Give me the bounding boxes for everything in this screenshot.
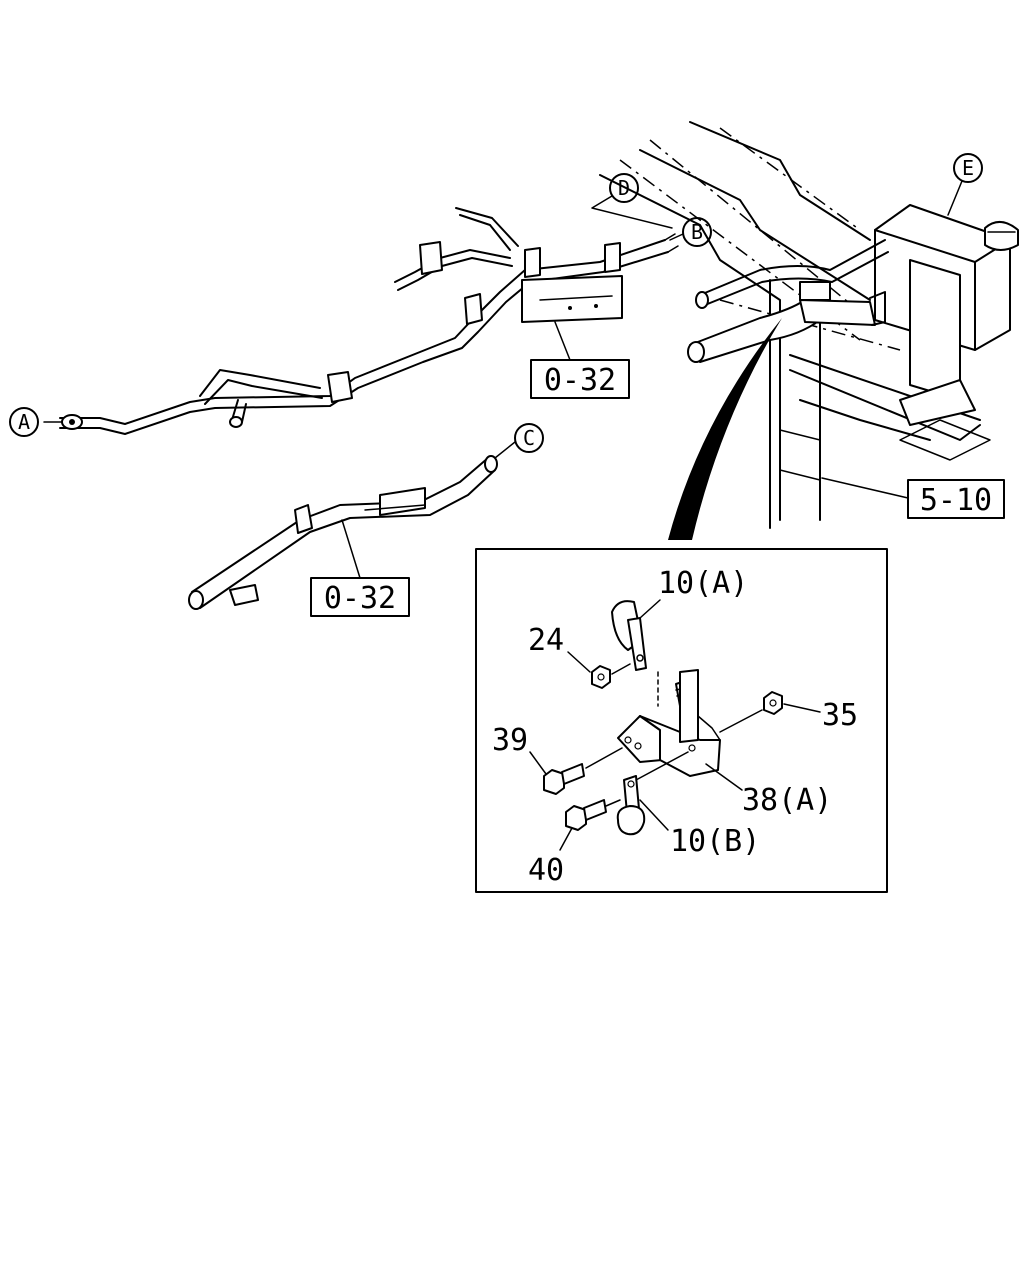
svg-text:A: A — [18, 410, 30, 434]
radiator-hoses — [687, 239, 889, 363]
svg-text:B: B — [691, 220, 703, 244]
label-10a: 10(A) — [658, 566, 748, 601]
radiator-frame-structure — [599, 121, 981, 529]
clip-10b — [616, 751, 689, 836]
svg-text:0-32: 0-32 — [544, 363, 616, 398]
label-10b: 10(B) — [670, 824, 760, 859]
upper-pipe-assembly — [43, 207, 679, 435]
lower-pipe-assembly — [188, 455, 498, 610]
detail-leader-wedge — [668, 318, 782, 540]
coolant-reservoir-tank — [874, 204, 1019, 461]
callout-b: B — [669, 217, 712, 247]
callout-a: A — [9, 407, 39, 437]
callout-c: C — [494, 423, 544, 459]
callout-e: E — [947, 153, 983, 216]
svg-text:E: E — [962, 156, 974, 180]
bolt-40 — [559, 799, 621, 851]
detail-inset: 10(A) 24 35 39 38(A) 10(B) 40 — [475, 548, 888, 893]
label-24: 24 — [528, 623, 564, 658]
reference-box-upper: 0-32 — [530, 321, 630, 399]
nut-35 — [719, 691, 821, 733]
label-39: 39 — [492, 723, 528, 758]
svg-text:0-32: 0-32 — [324, 581, 396, 616]
bolt-39 — [529, 747, 623, 795]
label-38a: 38(A) — [742, 783, 832, 818]
label-35: 35 — [822, 698, 858, 733]
reference-box-lower: 0-32 — [310, 519, 410, 617]
label-40: 40 — [528, 853, 564, 888]
reference-box-right: 5-10 — [821, 477, 1005, 519]
bracket-38a — [617, 669, 743, 791]
svg-text:C: C — [523, 426, 535, 450]
clip-10a — [611, 599, 661, 671]
svg-text:5-10: 5-10 — [920, 483, 992, 518]
nut-24 — [567, 651, 631, 689]
callout-d: D — [591, 173, 673, 229]
svg-text:D: D — [618, 176, 630, 200]
